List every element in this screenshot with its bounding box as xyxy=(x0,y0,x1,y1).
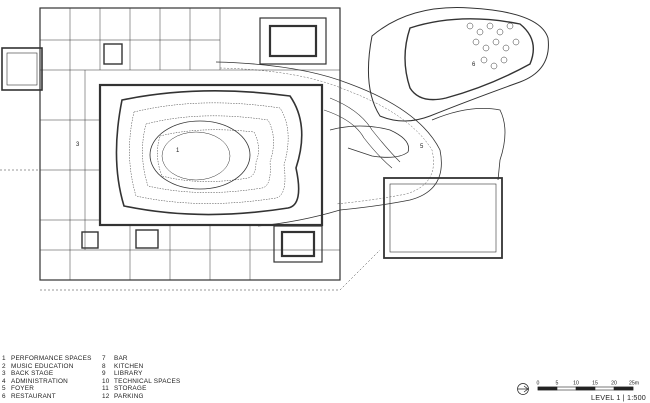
north-core-block xyxy=(259,17,327,65)
stage xyxy=(149,120,251,190)
foyer-stair xyxy=(329,125,409,158)
plan-label-restaurant: 6 xyxy=(472,62,476,68)
scale-tick-label: 20 xyxy=(611,381,617,387)
scale-tick-label: 25m xyxy=(629,381,639,387)
scale-tick-label: 15 xyxy=(592,381,598,387)
plan-label-backstage: 3 xyxy=(76,142,80,148)
scale-tick-label: 0 xyxy=(537,381,540,387)
auditorium-shell xyxy=(115,90,303,216)
west-annex xyxy=(1,47,43,91)
foyer-curve xyxy=(215,61,442,227)
plan-label-hall: 1 xyxy=(176,148,180,154)
plan-label-foyer: 5 xyxy=(420,144,424,150)
drawing-title: LEVEL 1 | 1:500 xyxy=(591,393,646,402)
parking-block xyxy=(383,177,503,259)
auditorium-enclosure xyxy=(98,83,324,227)
scale-bar: 0 5 10 15 20 25m xyxy=(517,381,639,395)
scale-tick-label: 10 xyxy=(573,381,579,387)
restaurant-wing xyxy=(367,7,549,122)
scale-tick-label: 5 xyxy=(556,381,559,387)
floor-plan-drawing: 1 3 5 6 xyxy=(0,7,549,291)
north-arrow-icon xyxy=(517,383,529,395)
